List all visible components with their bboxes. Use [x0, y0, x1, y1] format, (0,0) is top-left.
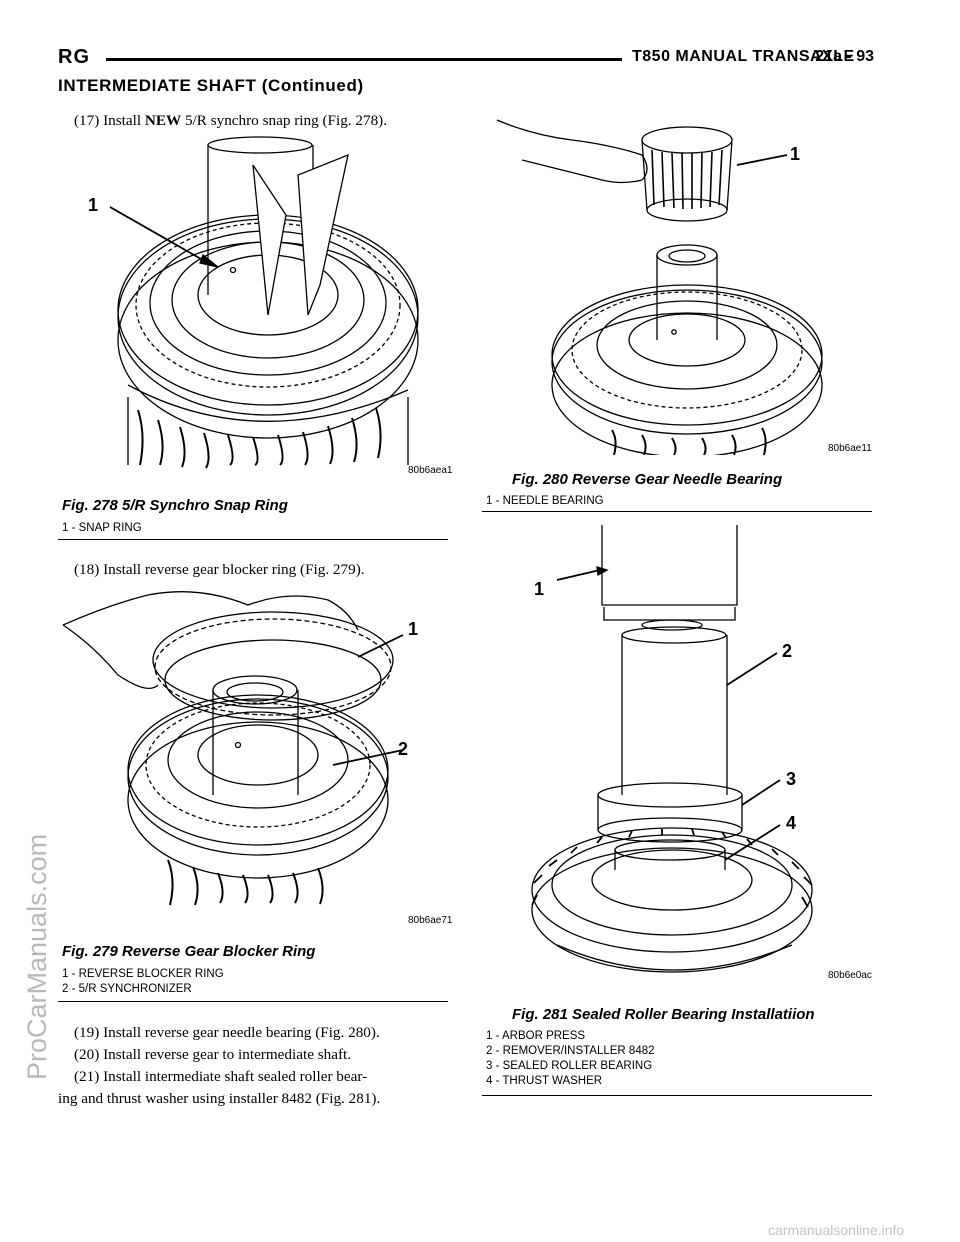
fig-280-legend: 1 - NEEDLE BEARING	[486, 494, 604, 509]
figure-278: 1 80b6aea1 Fig. 278 5/R Synchro Snap Rin…	[58, 135, 453, 545]
fig-281-legend-item: 3 - SEALED ROLLER BEARING	[486, 1060, 653, 1072]
fig-278-callout-1: 1	[88, 195, 98, 215]
fig-281-callout-4: 4	[786, 813, 796, 833]
fig-280-legend-item: 1 - NEEDLE BEARING	[486, 495, 604, 507]
fig-278-rule	[58, 539, 448, 540]
bottom-watermark: carmanualsonline.info	[768, 1222, 905, 1238]
fig-278-legend-item: 1 - SNAP RING	[62, 522, 142, 534]
fig-280-code: 80b6ae11	[828, 443, 872, 454]
fig-281-callout-1: 1	[534, 579, 544, 599]
fig-278-title: Fig. 278 5/R Synchro Snap Ring	[62, 497, 288, 514]
step-17-prefix: (17) Install	[74, 112, 145, 129]
figure-281: 1 2 3 4 80b6e0ac Fig. 281 Sealed Roller …	[482, 525, 874, 1100]
header-page-number: 21a - 93	[815, 48, 874, 65]
step-21-line-1: (21) Install intermediate shaft sealed r…	[74, 1068, 368, 1085]
fig-280-rule	[482, 511, 872, 512]
fig-281-callout-2: 2	[782, 641, 792, 661]
fig-279-legend-item: 2 - 5/R SYNCHRONIZER	[62, 983, 192, 995]
figure-280: 1 80b6ae11 Fig. 280 Reverse Gear Needle …	[482, 110, 874, 515]
fig-281-illustration: 1 2 3 4	[531, 525, 813, 973]
fig-278-code: 80b6aea1	[408, 465, 453, 476]
fig-281-legend-item: 4 - THRUST WASHER	[486, 1075, 603, 1087]
figure-279: 1 2 80b6ae71 Fig. 279 Reverse Gear Block…	[58, 585, 453, 1005]
fig-279-title: Fig. 279 Reverse Gear Blocker Ring	[62, 943, 316, 960]
side-watermark: ProCarManuals.com	[22, 833, 52, 1080]
fig-280-title: Fig. 280 Reverse Gear Needle Bearing	[512, 471, 783, 488]
fig-279-callout-1: 1	[408, 619, 418, 639]
fig-281-callout-3: 3	[786, 769, 796, 789]
fig-279-rule	[58, 1001, 448, 1002]
step-20: (20) Install reverse gear to intermediat…	[74, 1046, 352, 1063]
step-19: (19) Install reverse gear needle bearing…	[74, 1024, 380, 1041]
fig-281-legend: 1 - ARBOR PRESS 2 - REMOVER/INSTALLER 84…	[486, 1029, 655, 1089]
fig-281-legend-item: 2 - REMOVER/INSTALLER 8482	[486, 1045, 655, 1057]
step-18: (18) Install reverse gear blocker ring (…	[74, 561, 365, 578]
step-17: (17) Install NEW 5/R synchro snap ring (…	[74, 110, 387, 132]
fig-280-callout-1: 1	[790, 144, 800, 164]
fig-279-legend-item: 1 - REVERSE BLOCKER RING	[62, 968, 224, 980]
fig-278-illustration: 1	[88, 136, 419, 469]
step-21-line-2: ing and thrust washer using installer 84…	[58, 1090, 381, 1107]
header-section-code: RG	[58, 46, 90, 68]
fig-278-legend: 1 - SNAP RING	[62, 521, 142, 536]
fig-279-callout-2: 2	[398, 739, 408, 759]
step-17-new: NEW	[144, 112, 182, 129]
step-17-suffix: 5/R synchro snap ring (Fig. 278).	[181, 112, 388, 129]
fig-280-illustration: 1	[496, 119, 823, 455]
header-rule	[106, 58, 622, 61]
fig-281-title: Fig. 281 Sealed Roller Bearing Installat…	[512, 1006, 815, 1023]
section-title: INTERMEDIATE SHAFT (Continued)	[58, 76, 364, 95]
fig-279-illustration: 1 2	[62, 591, 418, 906]
fig-279-legend: 1 - REVERSE BLOCKER RING 2 - 5/R SYNCHRO…	[62, 967, 224, 997]
fig-281-rule	[482, 1095, 872, 1096]
header-title: T850 MANUAL TRANSAXLE	[632, 48, 855, 65]
fig-279-code: 80b6ae71	[408, 915, 453, 926]
page-header: RG T850 MANUAL TRANSAXLE 21a - 93	[58, 46, 874, 72]
fig-281-legend-item: 1 - ARBOR PRESS	[486, 1030, 586, 1042]
fig-281-code: 80b6e0ac	[828, 970, 872, 981]
